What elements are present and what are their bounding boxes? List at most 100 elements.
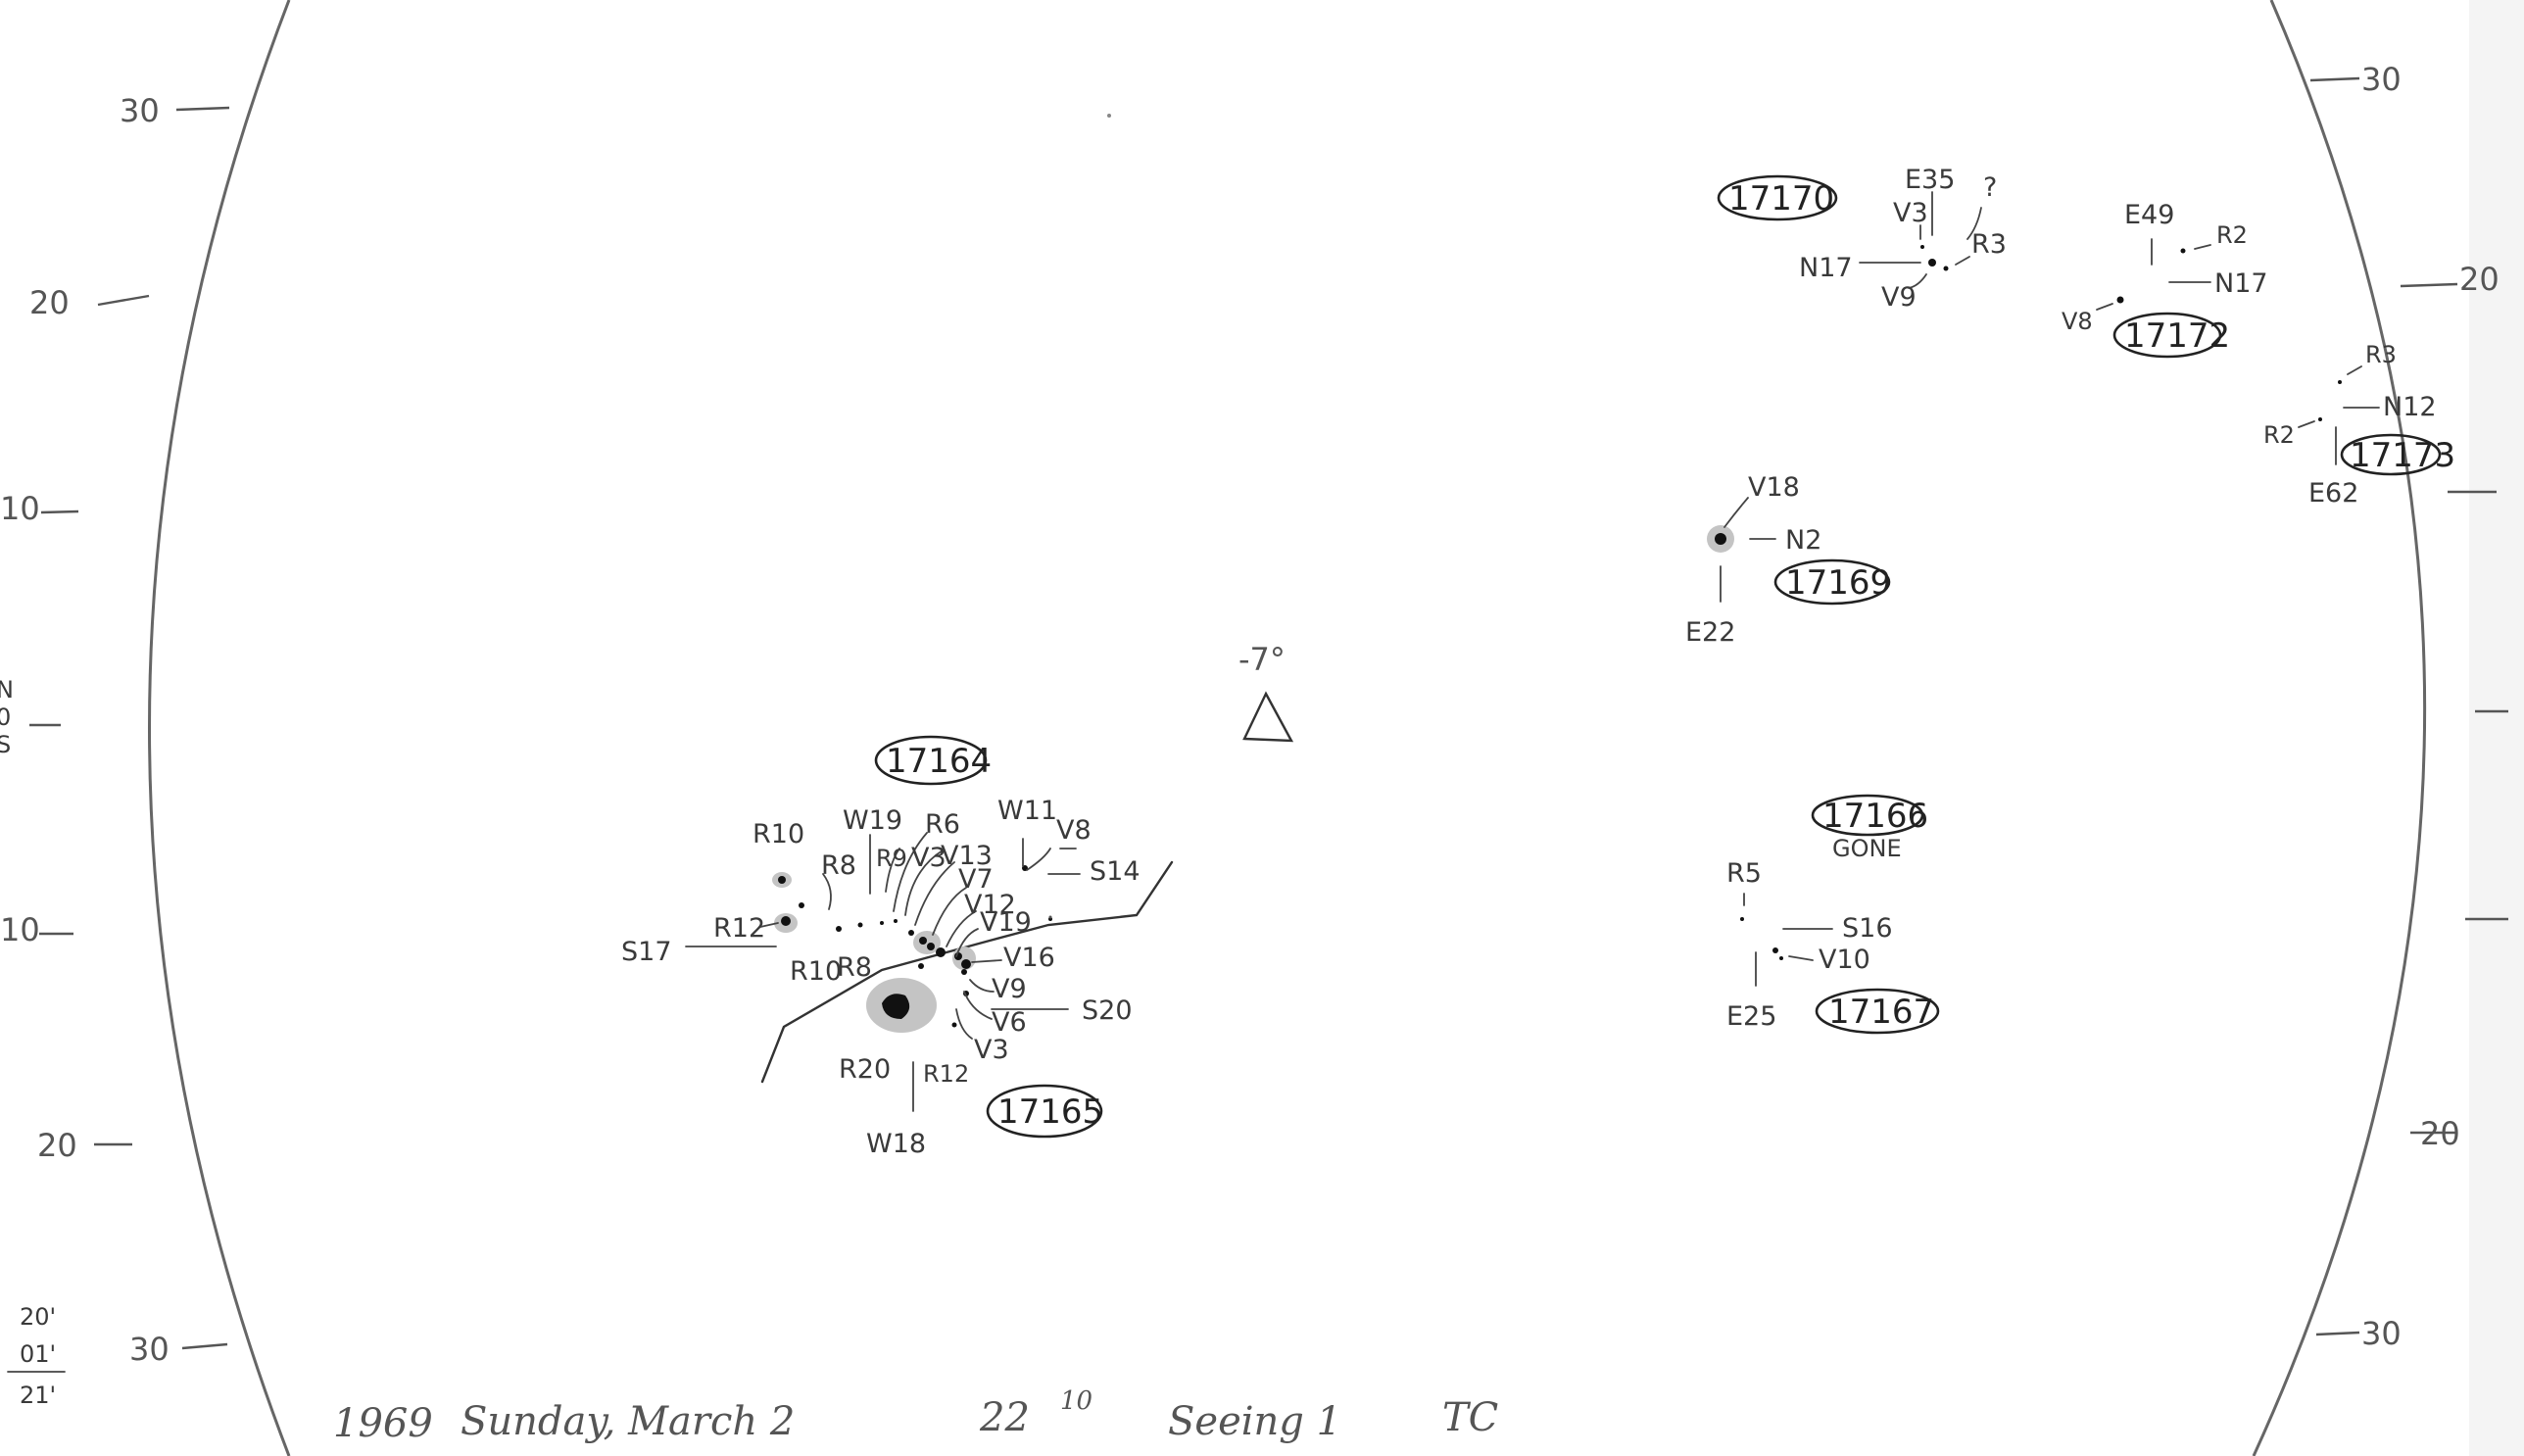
label-r3-17173: R3 <box>2365 341 2397 368</box>
region-oval-17170 <box>1717 174 1838 221</box>
label-v3-17170: V3 <box>1893 198 1928 228</box>
label-v19: V19 <box>980 907 1032 938</box>
rlat-tick-20s: 20 <box>2420 1115 2460 1152</box>
region-group-17169: 17169 V18 N2 E22 <box>1685 472 1891 648</box>
right-limb-arc <box>2252 0 2427 1456</box>
region-group-17173: 17173 R3 N12 R2 E62 <box>2263 341 2455 509</box>
side-letter-s: S <box>0 731 11 758</box>
label-v18: V18 <box>1748 472 1800 503</box>
region-group-17166: 17166 GONE <box>1811 794 1928 862</box>
region-group-17172: 17172 E49 R2 N17 V8 <box>2062 200 2268 359</box>
label-e25: E25 <box>1726 1001 1776 1032</box>
lat-tick-20n: 20 <box>29 284 70 321</box>
caption-year: 1969 <box>333 1401 433 1446</box>
label-v9: V9 <box>992 974 1027 1004</box>
region-number-17172: 17172 <box>2124 316 2230 356</box>
region-oval-17166 <box>1811 794 1924 837</box>
label-v13: V13 <box>941 841 993 871</box>
region-oval-17173 <box>2340 433 2442 476</box>
region-note-gone: GONE <box>1832 835 1902 862</box>
umbra-main <box>882 994 910 1019</box>
label-v8-group: V8 <box>1056 815 1092 846</box>
label-w18: W18 <box>866 1129 926 1159</box>
label-v3-north: V3 <box>911 843 946 873</box>
label-r12-south: R12 <box>923 1060 969 1088</box>
corner-note-line-3: 21' <box>20 1382 56 1409</box>
side-letter-n: N <box>0 676 14 704</box>
label-s20: S20 <box>1082 995 1133 1026</box>
right-margin-strip <box>2469 0 2524 1456</box>
label-e35: E35 <box>1905 165 1955 195</box>
label-s17: S17 <box>621 937 672 967</box>
label-r2-17172: R2 <box>2216 221 2248 249</box>
region-number-17170: 17170 <box>1728 179 1834 218</box>
label-n12: N12 <box>2383 392 2437 422</box>
caption-seeing: Seeing 1 <box>1168 1399 1341 1444</box>
corner-note-line-2: 01' <box>20 1340 56 1368</box>
corner-note-line-1: 20' <box>20 1303 56 1331</box>
label-n17-17170: N17 <box>1799 253 1853 283</box>
label-r10-south: R10 <box>790 956 842 987</box>
region-number-17165: 17165 <box>997 1092 1103 1132</box>
right-latitude-scale: 30 20 20 30 <box>2309 61 2508 1352</box>
label-r20: R20 <box>839 1054 891 1085</box>
caption-time-minutes: 10 <box>1060 1386 1092 1416</box>
left-limb-arc <box>148 0 291 1456</box>
lat-tick-10n: 10 <box>0 490 40 527</box>
lat-tick-30s: 30 <box>129 1331 170 1368</box>
label-s14: S14 <box>1090 856 1141 887</box>
label-v6: V6 <box>992 1007 1027 1038</box>
region-number-17164: 17164 <box>886 742 992 781</box>
label-w19: W19 <box>843 805 902 836</box>
region-oval-17169 <box>1773 558 1891 606</box>
left-latitude-scale: 30 20 10 10 20 30 N 0 S <box>0 92 230 1368</box>
region-number-17173: 17173 <box>2350 436 2455 475</box>
label-r12-north: R12 <box>713 913 765 944</box>
magnetic-boundary-line <box>760 860 1174 1084</box>
label-v3-south: V3 <box>974 1035 1009 1065</box>
label-v10: V10 <box>1819 945 1870 975</box>
caption-time: 22 <box>979 1395 1030 1440</box>
region-group-17167: 17167 R5 S16 V10 E25 <box>1726 858 1940 1035</box>
lat-tick-30n: 30 <box>120 92 160 129</box>
region-oval-17167 <box>1815 988 1940 1035</box>
label-r2-17173: R2 <box>2263 421 2295 449</box>
region-oval-17165 <box>986 1084 1103 1139</box>
label-v16: V16 <box>1003 943 1055 973</box>
region-number-17167: 17167 <box>1828 993 1934 1032</box>
region-group-17170: 17170 E35 V3 ? R3 N17 V9 <box>1717 165 2007 313</box>
label-question: ? <box>1983 172 1997 203</box>
label-r6: R6 <box>925 809 960 840</box>
lat-tick-10s: 10 <box>0 911 40 948</box>
region-number-17169: 17169 <box>1785 563 1891 603</box>
lat-tick-20s: 20 <box>37 1127 77 1164</box>
region-oval-17164 <box>874 735 988 786</box>
label-r9: R9 <box>876 845 907 872</box>
caption-observer: TC <box>1442 1395 1498 1440</box>
label-v7: V7 <box>958 864 994 895</box>
corner-note: 20' 01' 21' <box>7 1303 66 1409</box>
region-number-17166: 17166 <box>1822 797 1928 836</box>
observation-caption: 1969 Sunday, March 2 22 10 Seeing 1 TC <box>333 1386 1498 1446</box>
label-e49: E49 <box>2124 200 2174 230</box>
region-oval-17172 <box>2112 312 2222 359</box>
region-group-17164-17165: 17164 17165 <box>621 735 1174 1159</box>
rlat-tick-30s: 30 <box>2361 1315 2402 1352</box>
label-n2: N2 <box>1785 525 1821 556</box>
label-v9-17170: V9 <box>1881 282 1917 313</box>
label-w11: W11 <box>997 796 1057 826</box>
label-s16: S16 <box>1842 913 1893 944</box>
side-letter-0: 0 <box>0 704 11 731</box>
label-n17-17172: N17 <box>2214 268 2268 299</box>
label-r5: R5 <box>1726 858 1762 889</box>
rlat-tick-20n: 20 <box>2459 261 2500 298</box>
center-angle: -7° <box>1238 641 1286 678</box>
label-e22: E22 <box>1685 617 1735 648</box>
rlat-tick-30n: 30 <box>2361 61 2402 98</box>
label-e62: E62 <box>2308 478 2358 509</box>
label-r8-north: R8 <box>821 850 856 881</box>
disk-center-marker: -7° <box>1238 641 1294 743</box>
label-r3-17170: R3 <box>1971 229 2007 260</box>
